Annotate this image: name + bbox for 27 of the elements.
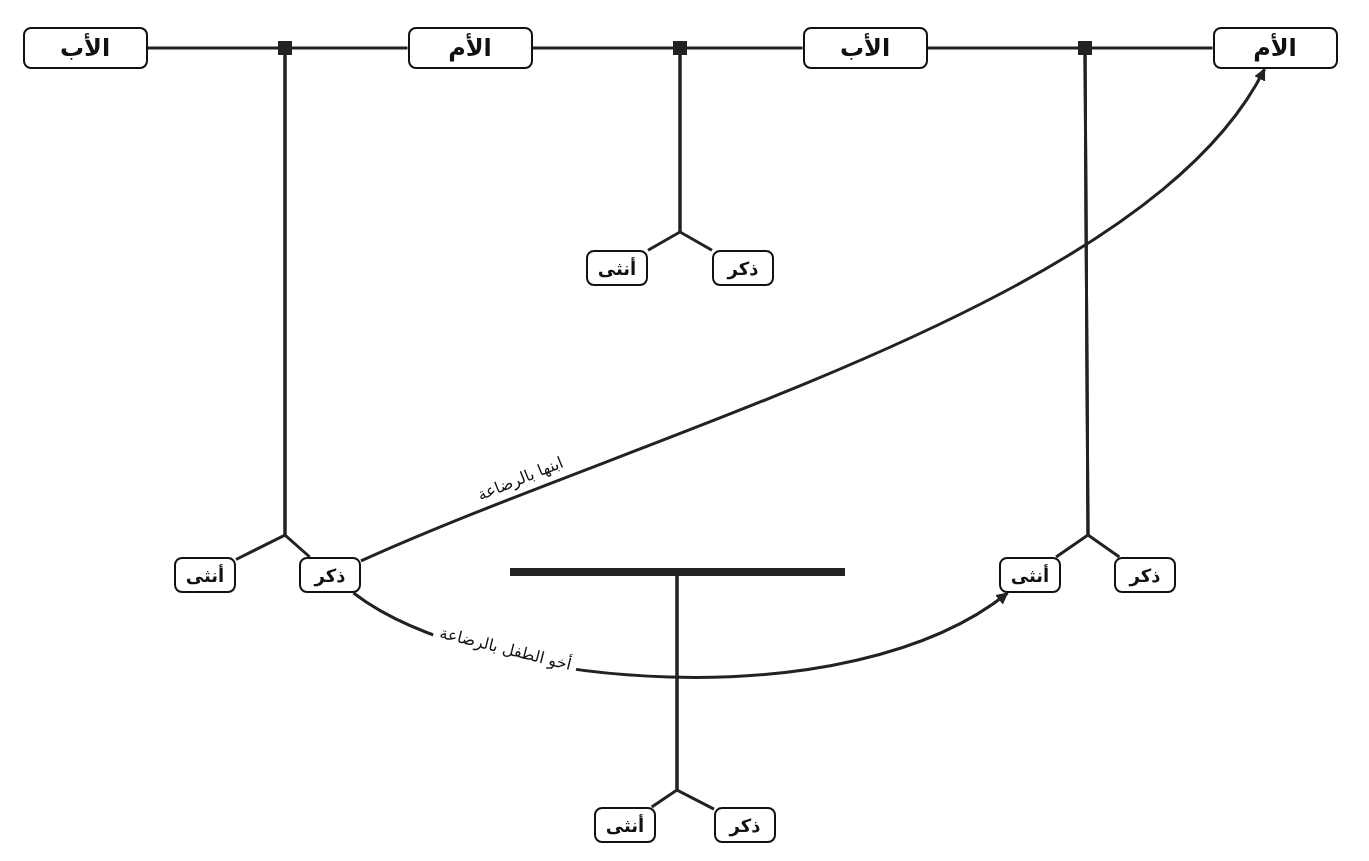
connector-line xyxy=(532,46,673,50)
person-box: ذكر xyxy=(1114,557,1176,593)
connector-line xyxy=(147,46,278,50)
connector-line xyxy=(292,46,408,50)
person-box: ذكر xyxy=(714,807,776,843)
person-box: الأب xyxy=(802,27,928,69)
connector-line xyxy=(1092,46,1213,50)
junction-bar xyxy=(1078,41,1092,55)
person-box: أنثى xyxy=(586,250,648,286)
connector-line xyxy=(678,55,713,252)
junction-bar xyxy=(278,41,292,55)
person-box: ذكر xyxy=(299,557,361,593)
connector-line xyxy=(283,55,311,559)
person-box: الأم xyxy=(407,27,533,69)
person-box: الأب xyxy=(22,27,148,69)
person-box: أنثى xyxy=(999,557,1061,593)
person-box: الأم xyxy=(1212,27,1338,69)
junction-bar xyxy=(673,41,687,55)
connector-line xyxy=(927,46,1078,50)
junction-bar xyxy=(509,568,845,576)
connector-line xyxy=(1083,55,1121,559)
connector-line xyxy=(687,46,803,50)
person-box: ذكر xyxy=(712,250,774,286)
connector-line xyxy=(675,576,715,811)
arrow xyxy=(360,68,1266,563)
person-box: أنثى xyxy=(174,557,236,593)
person-box: أنثى xyxy=(594,807,656,843)
